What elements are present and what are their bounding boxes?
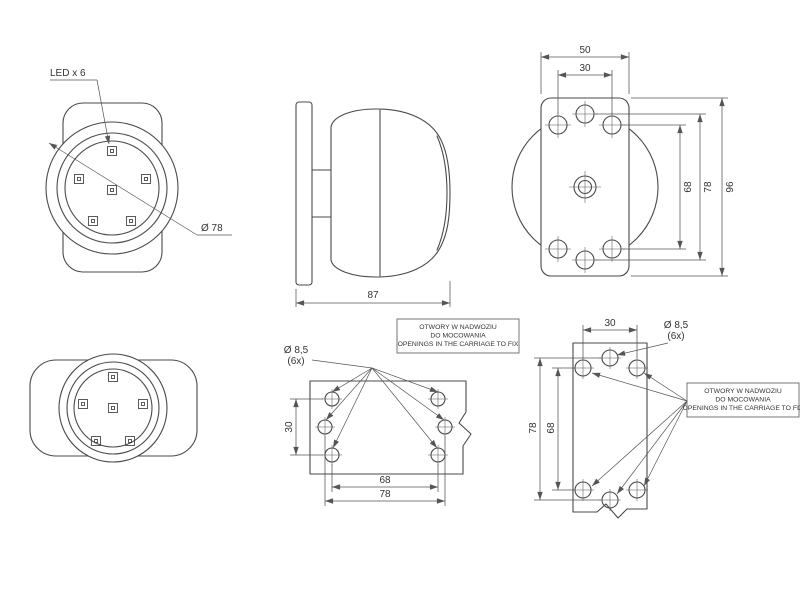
- front-lens-ring: [56, 132, 168, 244]
- mount-h-leaders: [311, 359, 445, 449]
- mount-h-holes: [315, 389, 455, 465]
- side-flange: [295, 101, 313, 286]
- mount-pattern-vertical: 30 68 78 Ø 8,5 (6x) OTWORY W NADWOZIU DO…: [528, 318, 800, 519]
- rear-mounting-holes: [545, 101, 625, 273]
- bottom-led-array: [78, 372, 148, 446]
- mount-v-rows-outer-label: 78: [528, 422, 539, 434]
- rear-dimensions: 50 30 68 78 96: [540, 45, 736, 277]
- front-lens-outer: [45, 121, 179, 255]
- mount-h-dimensions: 30 68 78: [284, 398, 446, 506]
- rear-height-mid-label: 78: [703, 181, 714, 193]
- mount-v-note-line1: OTWORY W NADWOZIU: [704, 388, 782, 395]
- mount-h-note-box: OTWORY W NADWOZIU DO MOCOWANIA OPENINGS …: [396, 318, 520, 354]
- mount-h-cols-label: 68: [379, 475, 391, 486]
- front-led-array: [74, 146, 151, 226]
- mount-v-dimensions: 30 68 78: [528, 318, 638, 501]
- front-diameter-label: Ø 78: [201, 223, 223, 234]
- bottom-lens-outer: [58, 353, 168, 463]
- side-dimension-87: 87: [295, 281, 451, 307]
- mount-v-note-line2: DO MOCOWANIA: [715, 397, 771, 404]
- mount-v-holes: [572, 347, 648, 511]
- led-count-label: LED x 6: [50, 68, 86, 79]
- mount-v-hole-dia-label: Ø 8,5: [664, 320, 689, 331]
- front-annotations: LED x 6 Ø 78: [48, 68, 232, 236]
- mount-v-rows-label: 68: [546, 422, 557, 434]
- mount-v-cols-label: 30: [604, 318, 616, 329]
- side-depth-label: 87: [367, 290, 379, 301]
- bottom-view: [29, 353, 198, 463]
- mount-pattern-horizontal: OTWORY W NADWOZIU DO MOCOWANIA OPENINGS …: [284, 318, 520, 506]
- mount-v-note-line3: OPENINGS IN THE CARRIAGE TO FIX: [683, 405, 800, 412]
- rear-view: 50 30 68 78 96: [511, 45, 736, 277]
- rear-width-inner-label: 30: [579, 63, 591, 74]
- rear-height-outer-label: 96: [725, 181, 736, 193]
- rear-height-inner-label: 68: [683, 181, 694, 193]
- front-lens-inner: [64, 140, 160, 236]
- front-view: LED x 6 Ø 78: [45, 68, 232, 273]
- mount-v-leaders: [591, 372, 688, 495]
- mount-v-note-box: OTWORY W NADWOZIU DO MOCOWANIA OPENINGS …: [683, 382, 800, 418]
- mount-h-hole-dia-label: Ø 8,5: [284, 345, 309, 356]
- mount-h-note-line2: DO MOCOWANIA: [430, 333, 486, 340]
- mount-h-note-line1: OTWORY W NADWOZIU: [419, 324, 497, 331]
- mount-h-cols-outer-label: 78: [379, 489, 391, 500]
- rear-width-outer-label: 50: [579, 45, 591, 56]
- side-body: [330, 108, 451, 278]
- mount-h-rows-label: 30: [284, 421, 295, 433]
- mount-h-panel-outline: [309, 380, 472, 475]
- side-view: 87: [295, 101, 451, 307]
- mount-h-note-line3: OPENINGS IN THE CARRIAGE TO FIX: [398, 341, 519, 348]
- mount-v-hole-count-label: (6x): [667, 331, 684, 342]
- mount-h-hole-count-label: (6x): [287, 356, 304, 367]
